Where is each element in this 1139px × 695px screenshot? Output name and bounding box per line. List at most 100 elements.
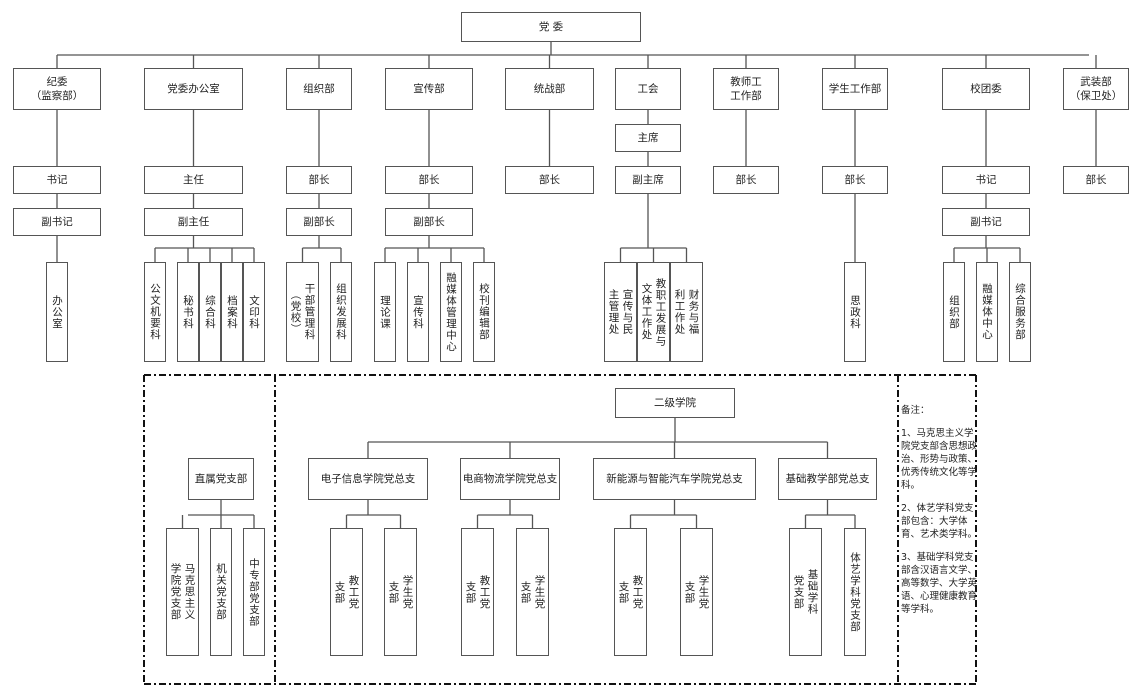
box-label: 主席 <box>637 132 659 144</box>
box-label: 党 委 <box>538 21 564 33</box>
unit-jiwei-0: 办公室 <box>46 262 68 362</box>
colleges-node: 二级学院 <box>615 388 735 418</box>
role-xuanchuan-1: 副部长 <box>385 208 473 236</box>
role-xuesheng-0: 部长 <box>822 166 888 194</box>
dept-zuzhi: 组织部 <box>286 68 352 110</box>
unit-xuesheng-0: 思政科 <box>844 262 866 362</box>
college-unit-1-1: 学生党支部 <box>516 528 549 656</box>
root-node: 党 委 <box>461 12 641 42</box>
box-label: 校刊编辑部 <box>478 283 490 341</box>
box-label: 工会 <box>637 83 659 95</box>
box-label: 部长 <box>308 174 330 186</box>
unit-tuanwei-0: 组织部 <box>943 262 965 362</box>
box-label: 部长 <box>1085 174 1107 186</box>
role-zuzhi-1: 副部长 <box>286 208 352 236</box>
box-label: 组织部 <box>948 294 960 330</box>
unit-dangban-0: 公文机要科 <box>144 262 166 362</box>
direct-branch-unit-2: 中专部党支部 <box>243 528 265 656</box>
college-unit-3-0: 基础学科党支部 <box>789 528 822 656</box>
college-branch-1: 电商物流学院党总支 <box>460 458 560 500</box>
box-label: 党委办公室 <box>167 83 220 95</box>
box-label: 宣传部 <box>413 83 445 95</box>
box-label: 直属党支部 <box>194 473 248 485</box>
box-label: 部长 <box>735 174 757 186</box>
box-label: 学生党 <box>697 574 710 610</box>
role-tuanwei-1: 副书记 <box>942 208 1030 236</box>
box-label: 中专部党支部 <box>248 557 260 627</box>
box-label: 电子信息学院党总支 <box>320 473 416 485</box>
box-label: 办公室 <box>51 294 63 330</box>
role-dangban-0: 主任 <box>144 166 243 194</box>
dept-jiwei: 纪委 （监察部） <box>13 68 101 110</box>
unit-tuanwei-1: 融媒体中心 <box>976 262 998 362</box>
box-label: 理论课 <box>379 294 391 330</box>
box-label: 干部管理科 <box>303 283 316 341</box>
dept-xuanchuan: 宣传部 <box>385 68 473 110</box>
direct-branch-unit-0: 马克思主义学院党支部 <box>166 528 199 656</box>
box-label: 支部 <box>683 580 696 604</box>
dept-tongzhan: 统战部 <box>505 68 594 110</box>
box-label: 体艺学科党支部 <box>849 551 861 633</box>
college-branch-3: 基础教学部党总支 <box>778 458 877 500</box>
role-wuzhuang-0: 部长 <box>1063 166 1129 194</box>
box-label: 书记 <box>975 174 997 186</box>
role-dangban-1: 副主任 <box>144 208 243 236</box>
unit-dangban-2: 综合科 <box>199 262 221 362</box>
box-label: 财务与福 <box>687 289 700 335</box>
box-label: 支部 <box>519 580 532 604</box>
box-label: 宣传与民 <box>621 289 634 335</box>
box-label: 组织部 <box>303 83 335 95</box>
notes-title: 备注： <box>901 405 930 416</box>
college-unit-1-0: 教工党支部 <box>461 528 494 656</box>
box-label: 秘书科 <box>182 294 194 330</box>
box-label: 基础教学部党总支 <box>785 473 870 485</box>
college-branch-0: 电子信息学院党总支 <box>308 458 428 500</box>
unit-dangban-3: 档案科 <box>221 262 243 362</box>
box-label: 支部 <box>464 580 477 604</box>
box-label: 主任 <box>183 174 204 186</box>
unit-tuanwei-2: 综合服务部 <box>1009 262 1031 362</box>
unit-xuanchuan-1: 宣传科 <box>407 262 429 362</box>
unit-dangban-4: 文印科 <box>243 262 265 362</box>
box-label: 副主席 <box>632 174 664 186</box>
box-label: 马克思主义 <box>183 563 196 621</box>
box-label: 学院党支部 <box>169 563 182 621</box>
unit-xuanchuan-2: 融媒体管理中心 <box>440 262 462 362</box>
college-unit-2-0: 教工党支部 <box>614 528 647 656</box>
unit-gonghui-0: 宣传与民主管理处 <box>604 262 637 362</box>
dept-dangban: 党委办公室 <box>144 68 243 110</box>
box-label: 二级学院 <box>654 397 696 409</box>
box-label: 文印科 <box>248 294 260 330</box>
box-label: 学生党 <box>533 574 546 610</box>
box-label: 利工作处 <box>673 289 686 335</box>
box-label: 部长 <box>844 174 866 186</box>
box-label: 学生工作部 <box>828 83 882 95</box>
role-tongzhan-0: 部长 <box>505 166 594 194</box>
box-label: 副书记 <box>41 216 73 228</box>
box-label: 综合科 <box>204 294 216 330</box>
box-label: 组织发展科 <box>335 283 347 341</box>
role-tuanwei-0: 书记 <box>942 166 1030 194</box>
box-label: 教师工 工作部 <box>730 76 762 102</box>
box-label: 部长 <box>418 174 440 186</box>
role-jiaoshi-0: 部长 <box>713 166 779 194</box>
box-label: 副部长 <box>413 216 445 228</box>
box-label: 教职工发展与 <box>654 277 667 347</box>
dept-tuanwei: 校团委 <box>942 68 1030 110</box>
box-label: 副书记 <box>970 216 1002 228</box>
box-label: 校团委 <box>970 83 1002 95</box>
college-branch-2: 新能源与智能汽车学院党总支 <box>593 458 756 500</box>
role-jiwei-1: 副书记 <box>13 208 101 236</box>
role-jiwei-0: 书记 <box>13 166 101 194</box>
box-label: 电商物流学院党总支 <box>462 473 558 485</box>
college-unit-0-0: 教工党支部 <box>330 528 363 656</box>
unit-xuanchuan-3: 校刊编辑部 <box>473 262 495 362</box>
box-label: 统战部 <box>533 83 566 95</box>
box-label: 武装部 （保卫处） <box>1069 76 1123 102</box>
dept-jiaoshi: 教师工 工作部 <box>713 68 779 110</box>
box-label: 学生党 <box>401 574 414 610</box>
box-label: 纪委 （监察部） <box>30 76 84 102</box>
college-unit-0-1: 学生党支部 <box>384 528 417 656</box>
role-gonghui-0: 主席 <box>615 124 681 152</box>
